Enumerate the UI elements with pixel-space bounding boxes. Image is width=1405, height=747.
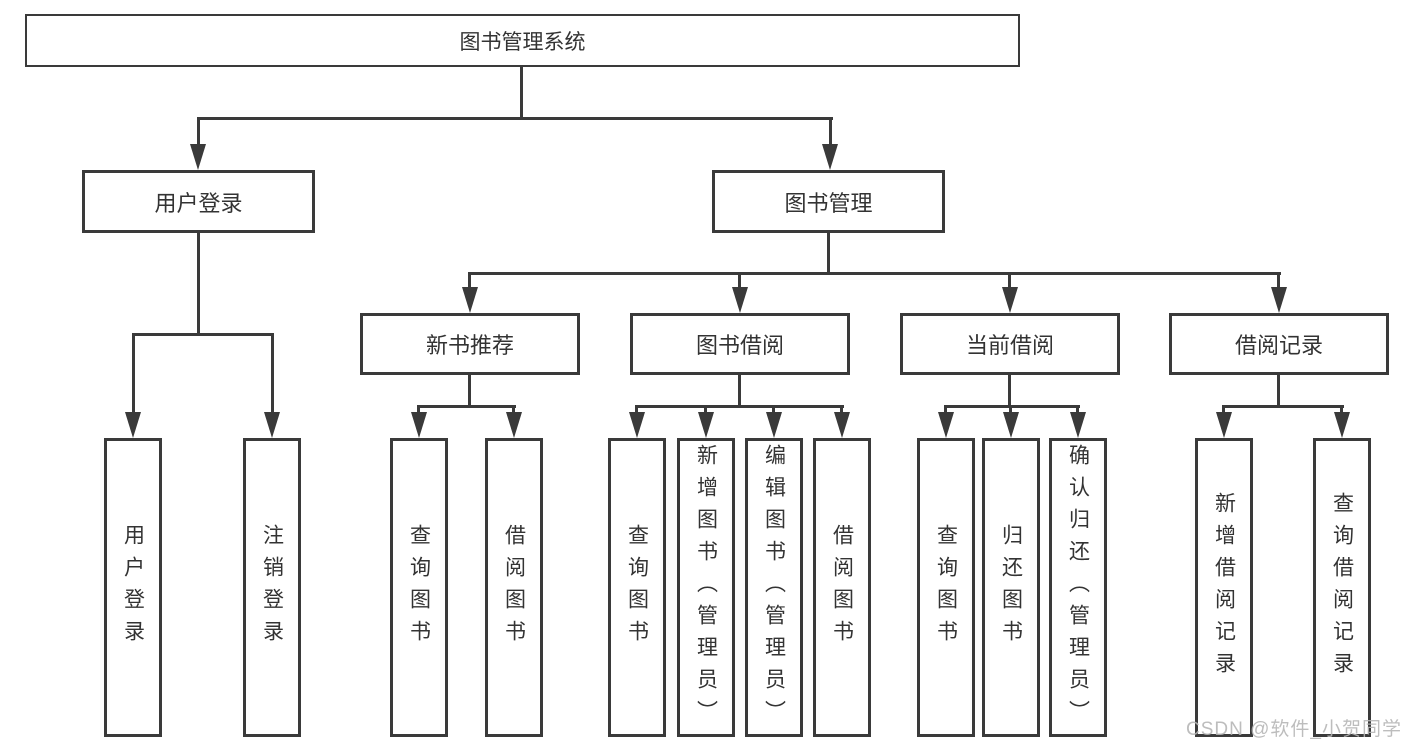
arrowhead-icon <box>462 287 478 313</box>
leaf-query-books-borrowing: 查询图书 <box>608 438 666 737</box>
node-book-borrowing: 图书借阅 <box>630 313 850 375</box>
node-label: 当前借阅 <box>965 333 1054 358</box>
node-label: 新增借阅记录 <box>1212 491 1236 684</box>
connector-line <box>197 117 833 120</box>
node-label: 借阅图书 <box>502 523 526 652</box>
connector-line <box>132 333 274 336</box>
connector-line <box>1277 375 1280 408</box>
node-label: 新书推荐 <box>425 333 514 358</box>
arrowhead-icon <box>506 412 522 438</box>
connector-line <box>1008 375 1011 408</box>
node-library-management-system: 图书管理系统 <box>25 14 1020 67</box>
connector-line <box>512 405 515 417</box>
arrowhead-icon <box>766 412 782 438</box>
connector-line <box>635 405 638 417</box>
connector-line <box>469 272 1281 275</box>
leaf-edit-books-admin: 编辑图书（管理员） <box>745 438 803 737</box>
node-label: 借阅记录 <box>1234 333 1323 358</box>
arrowhead-icon <box>732 287 748 313</box>
leaf-query-books-current: 查询图书 <box>917 438 975 737</box>
node-label: 查询借阅记录 <box>1330 491 1354 684</box>
arrowhead-icon <box>190 144 206 170</box>
connector-line <box>772 405 775 417</box>
arrowhead-icon <box>1003 412 1019 438</box>
connector-line <box>704 405 707 417</box>
connector-line <box>1008 272 1011 290</box>
node-label: 图书借阅 <box>695 333 784 358</box>
leaf-borrow-books-borrowing: 借阅图书 <box>813 438 871 737</box>
node-label: 用户登录 <box>121 523 145 652</box>
leaf-add-borrow-record: 新增借阅记录 <box>1195 438 1253 737</box>
connector-line <box>738 375 741 408</box>
node-label: 查询图书 <box>625 523 649 652</box>
node-user-login: 用户登录 <box>82 170 315 233</box>
node-current-borrowing: 当前借阅 <box>900 313 1120 375</box>
leaf-return-books: 归还图书 <box>982 438 1040 737</box>
arrowhead-icon <box>938 412 954 438</box>
arrowhead-icon <box>1002 287 1018 313</box>
leaf-user-login: 用户登录 <box>104 438 162 737</box>
csdn-watermark: CSDN @软件_小贺同学 <box>1186 719 1402 740</box>
connector-line <box>197 233 200 336</box>
connector-line <box>520 66 523 118</box>
leaf-query-books-recommend: 查询图书 <box>390 438 448 737</box>
node-label: 新增图书（管理员） <box>694 443 718 732</box>
node-label: 查询图书 <box>934 523 958 652</box>
connector-line <box>271 333 274 415</box>
connector-line <box>635 405 844 408</box>
arrowhead-icon <box>125 412 141 438</box>
leaf-add-books-admin: 新增图书（管理员） <box>677 438 735 737</box>
arrowhead-icon <box>822 144 838 170</box>
node-borrowing-records: 借阅记录 <box>1169 313 1389 375</box>
connector-line <box>827 233 830 275</box>
connector-line <box>1009 405 1012 417</box>
connector-line <box>738 272 741 290</box>
arrowhead-icon <box>834 412 850 438</box>
node-label: 注销登录 <box>260 523 284 652</box>
node-label: 编辑图书（管理员） <box>762 443 786 732</box>
node-label: 图书管理 <box>784 190 873 216</box>
arrowhead-icon <box>1070 412 1086 438</box>
node-label: 用户登录 <box>154 190 243 216</box>
leaf-logout: 注销登录 <box>243 438 301 737</box>
connector-line <box>1076 405 1079 417</box>
arrowhead-icon <box>698 412 714 438</box>
node-label: 查询图书 <box>407 523 431 652</box>
arrowhead-icon <box>629 412 645 438</box>
connector-line <box>468 375 471 408</box>
connector-line <box>1222 405 1225 417</box>
node-book-management: 图书管理 <box>712 170 945 233</box>
connector-line <box>197 117 200 149</box>
connector-line <box>944 405 1080 408</box>
connector-line <box>1340 405 1343 417</box>
arrowhead-icon <box>411 412 427 438</box>
node-new-book-recommendation: 新书推荐 <box>360 313 580 375</box>
connector-line <box>468 272 471 290</box>
connector-line <box>417 405 516 408</box>
node-label: 确认归还（管理员） <box>1066 443 1090 732</box>
leaf-borrow-books-recommend: 借阅图书 <box>485 438 543 737</box>
connector-line <box>1222 405 1344 408</box>
connector-line <box>132 333 135 415</box>
leaf-query-borrow-record: 查询借阅记录 <box>1313 438 1371 737</box>
arrowhead-icon <box>1334 412 1350 438</box>
connector-line <box>829 117 832 149</box>
connector-line <box>1277 272 1280 290</box>
arrowhead-icon <box>1271 287 1287 313</box>
connector-line <box>944 405 947 417</box>
node-label: 图书管理系统 <box>459 30 586 54</box>
connector-line <box>417 405 420 417</box>
connector-line <box>840 405 843 417</box>
arrowhead-icon <box>1216 412 1232 438</box>
arrowhead-icon <box>264 412 280 438</box>
leaf-confirm-return-admin: 确认归还（管理员） <box>1049 438 1107 737</box>
node-label: 借阅图书 <box>830 523 854 652</box>
node-label: 归还图书 <box>999 523 1023 652</box>
